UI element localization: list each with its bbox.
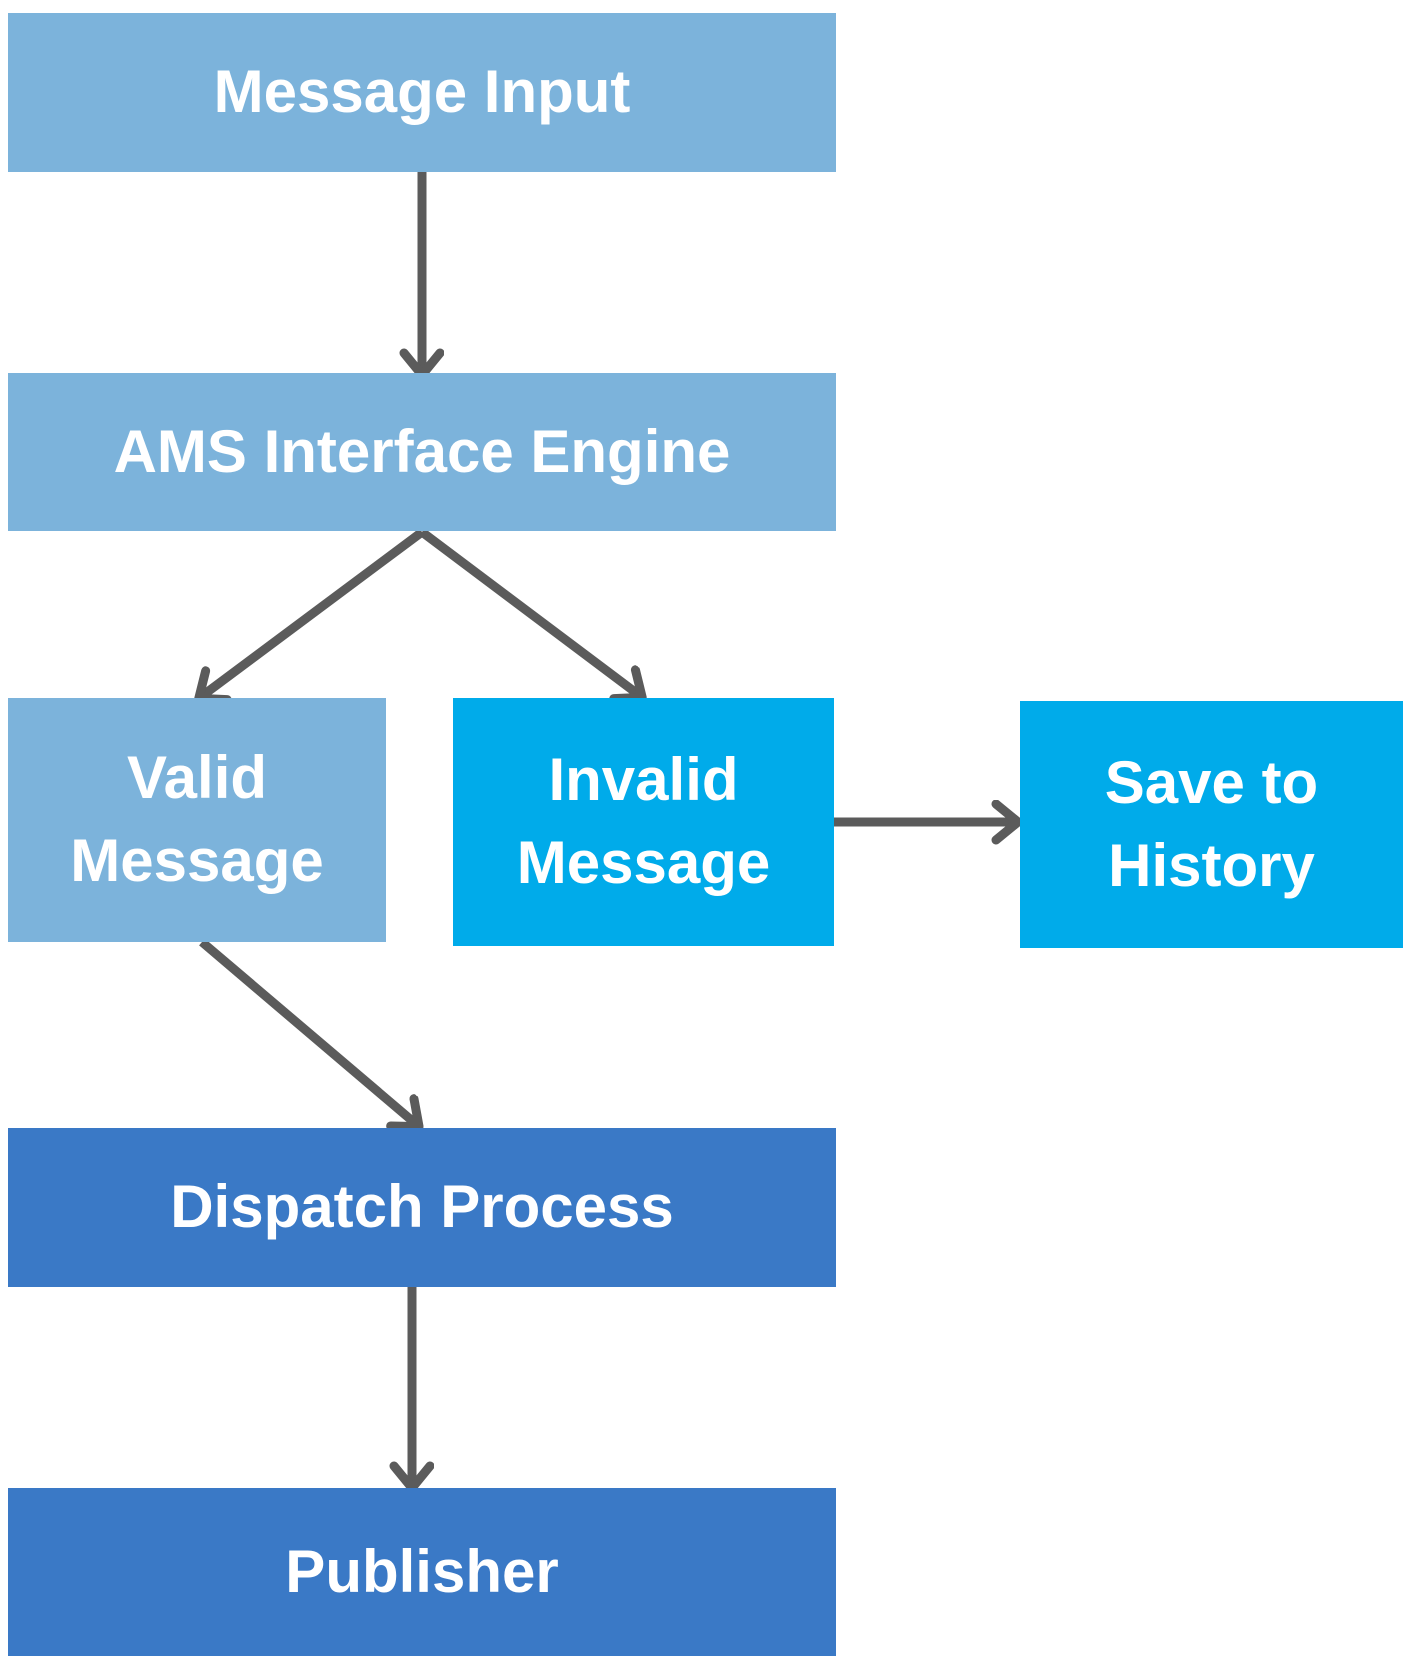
arrow-engine-to-invalid-icon [419,528,639,695]
arrow-valid-to-dispatch-icon [199,938,416,1124]
node-invalid-message: Invalid Message [453,698,834,946]
node-publisher-label: Publisher [285,1537,559,1605]
node-ams-interface-engine-label: AMS Interface Engine [113,417,731,485]
node-message-input: Message Input [8,13,836,172]
node-dispatch-process-label: Dispatch Process [170,1173,674,1241]
node-valid-message: Valid Message [8,698,386,942]
node-dispatch-process: Dispatch Process [8,1128,836,1287]
node-ams-interface-engine: AMS Interface Engine [8,373,836,531]
arrow-engine-to-valid-icon [202,528,425,696]
node-save-to-history: Save to History [1020,701,1403,948]
node-save-to-history-label: Save to History [1104,748,1319,899]
node-message-input-label: Message Input [213,58,631,126]
node-invalid-message-label: Invalid Message [516,746,771,896]
node-publisher: Publisher [8,1488,836,1656]
node-valid-message-label: Valid Message [70,744,324,894]
